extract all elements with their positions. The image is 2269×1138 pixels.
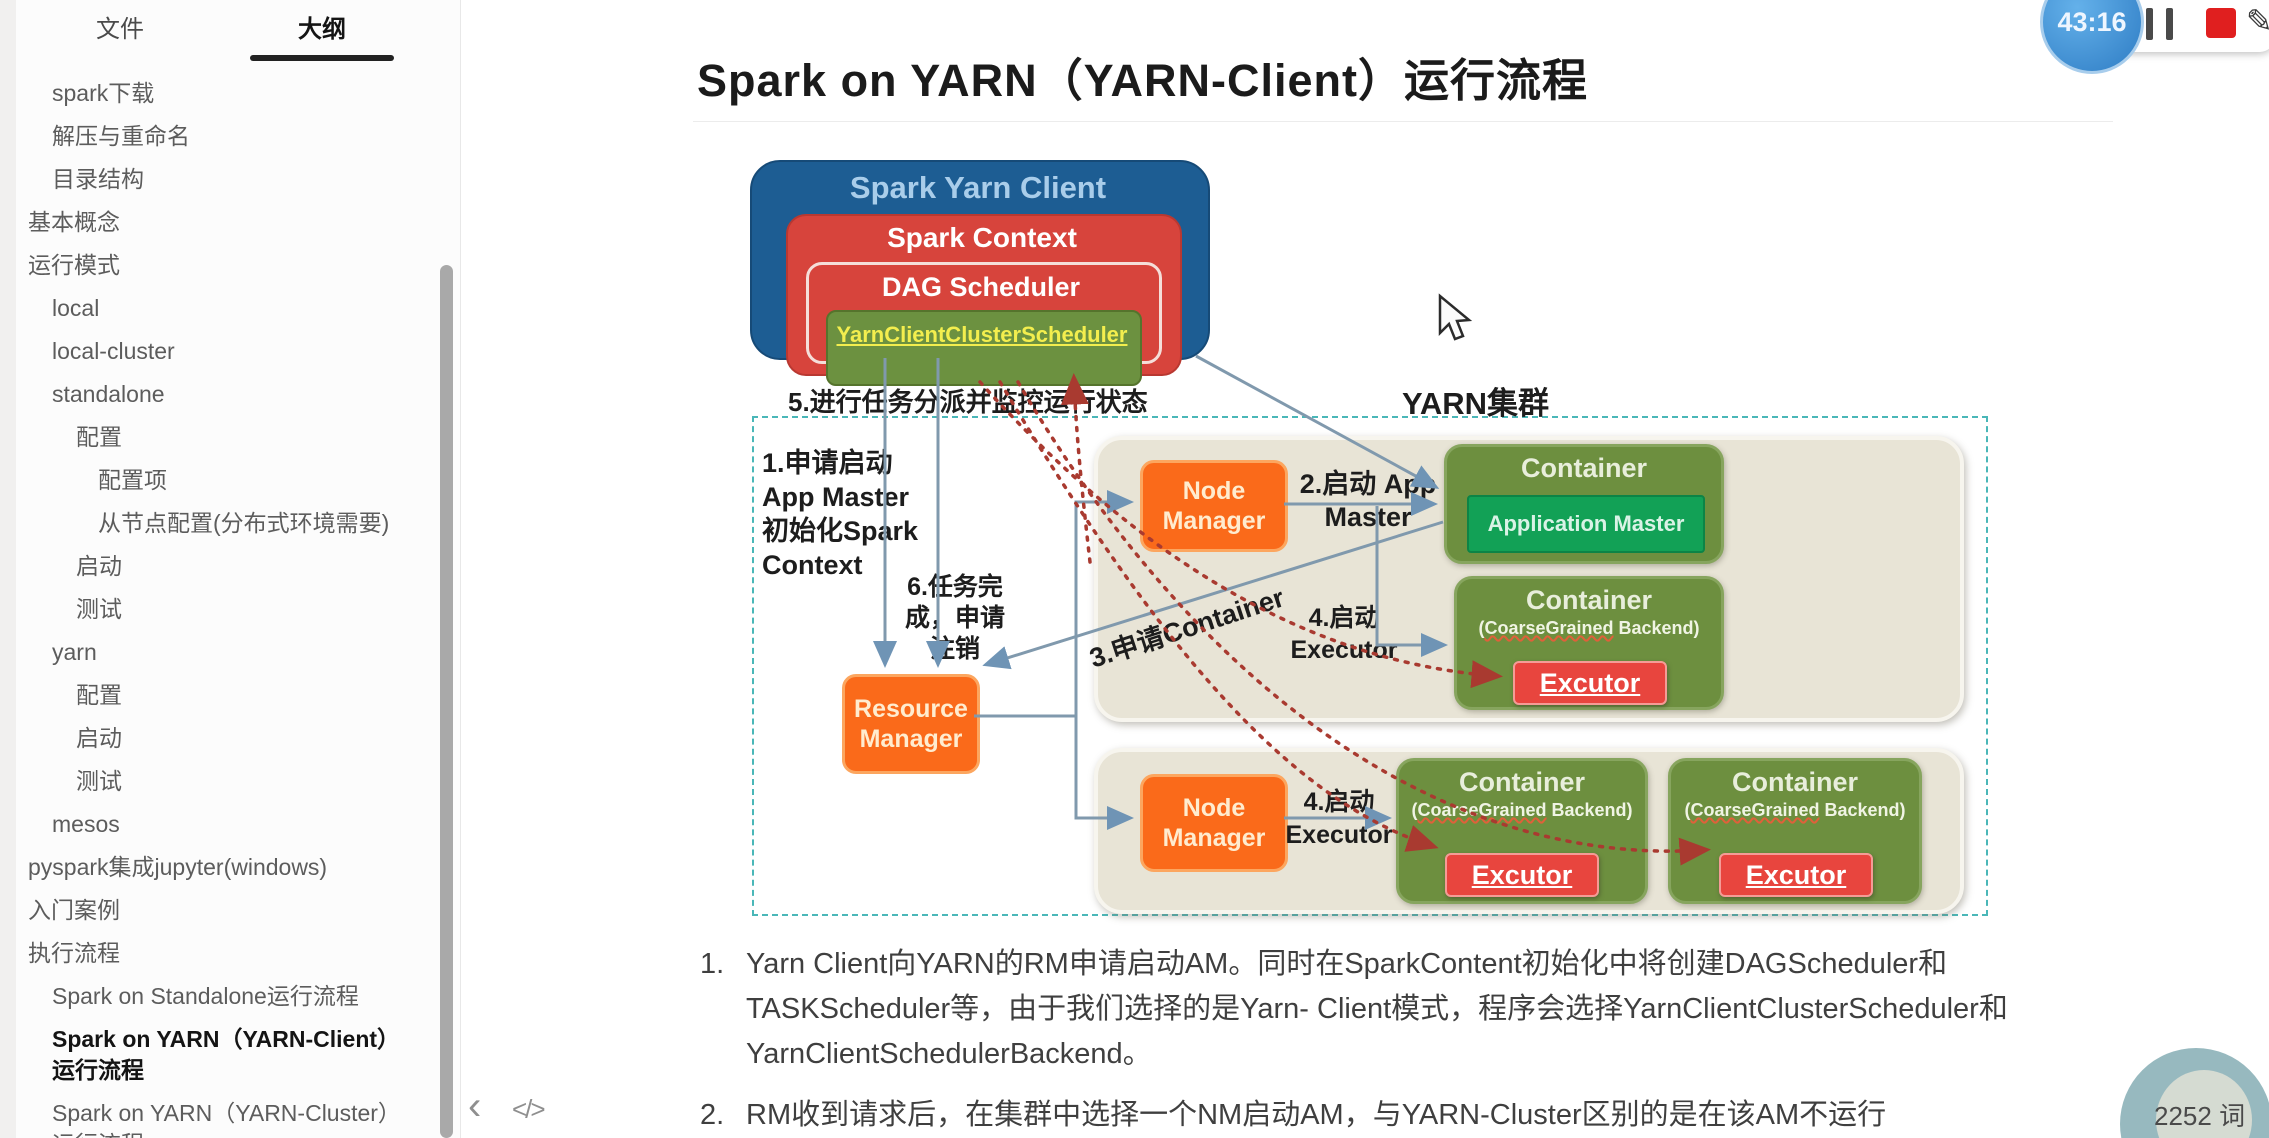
sidebar-item[interactable]: 测试 — [76, 768, 122, 794]
title-divider — [693, 121, 2113, 122]
sidebar-item[interactable]: 入门案例 — [28, 897, 120, 923]
sidebar-item[interactable]: 配置 — [76, 682, 122, 708]
sidebar-item[interactable]: 配置 — [76, 424, 122, 450]
yarn-client-cluster-scheduler-label: YarnClientClusterScheduler — [836, 322, 1128, 347]
pause-icon[interactable] — [2146, 8, 2153, 40]
sidebar-item[interactable]: 执行流程 — [28, 940, 120, 966]
sidebar-item[interactable]: 启动 — [76, 553, 122, 579]
node-manager-label: Node — [1182, 477, 1246, 505]
sidebar-item[interactable]: local-cluster — [52, 338, 175, 364]
node-manager-label: Manager — [1162, 507, 1266, 535]
tab-files[interactable]: 文件 — [96, 16, 144, 43]
pencil-icon[interactable]: ✎ — [2246, 3, 2269, 39]
resource-manager-label: Manager — [859, 725, 963, 753]
sidebar-item[interactable]: local — [52, 295, 100, 321]
sidebar-scrollbar[interactable] — [440, 265, 453, 1138]
sidebar-item[interactable]: 基本概念 — [28, 209, 120, 235]
sidebar-item[interactable]: standalone — [52, 381, 165, 407]
sidebar-item[interactable]: Spark on YARN（YARN-Cluster）运行流程 — [52, 1100, 401, 1138]
container-box-executor-1: Container (CoarseGrained Backend) Excuto… — [1454, 576, 1724, 710]
active-tab-underline — [250, 55, 394, 61]
sidebar-item[interactable]: spark下载 — [52, 80, 155, 106]
step6-label: 6.任务完成，申请注销 — [904, 573, 1005, 663]
resource-manager-label: Resource — [854, 695, 968, 723]
container-label: Container — [1520, 453, 1647, 483]
backend-label: (CoarseGrained Backend) — [1478, 618, 1700, 638]
word-count: 2252 词 — [2154, 1101, 2246, 1131]
collapse-sidebar-icon[interactable]: ‹ — [468, 1084, 482, 1128]
container-label: Container — [1458, 767, 1585, 797]
container-label: Container — [1525, 585, 1652, 615]
page-title: Spark on YARN（YARN-Client）运行流程 — [697, 55, 1588, 106]
tab-outline[interactable]: 大纲 — [298, 16, 346, 43]
window-edge — [0, 0, 16, 1138]
application-master-box: Application Master — [1467, 495, 1705, 553]
container-box-executor-3: Container (CoarseGrained Backend) Excuto… — [1668, 758, 1922, 904]
excutor-box: Excutor — [1513, 661, 1667, 705]
stop-record-button[interactable] — [2206, 8, 2236, 38]
node-manager-label: Node — [1182, 794, 1246, 822]
excutor-box: Excutor — [1445, 853, 1599, 897]
sidebar-item[interactable]: Spark on Standalone运行流程 — [52, 983, 359, 1009]
backend-label: (CoarseGrained Backend) — [1684, 800, 1906, 820]
yarn-cluster-label: YARN集群 — [1402, 386, 1549, 421]
sidebar-item[interactable]: 运行模式 — [28, 252, 120, 278]
node-manager-box-2: Node Manager — [1140, 774, 1288, 872]
note-item: 2.RM收到请求后，在集群中选择一个NM启动AM，与YARN-Cluster区别… — [700, 1099, 1887, 1131]
node-manager-box-1: Node Manager — [1140, 460, 1288, 552]
note-item: 1.Yarn Client向YARN的RM申请启动AM。同时在SparkCont… — [700, 948, 2008, 1070]
container-box-app-master: Container Application Master — [1444, 444, 1724, 564]
sidebar-item[interactable]: Spark on YARN（YARN-Client）运行流程 — [52, 1026, 401, 1083]
resource-manager-box: Resource Manager — [842, 674, 980, 774]
sidebar-item[interactable]: 解压与重命名 — [52, 123, 190, 149]
sidebar-item[interactable]: 测试 — [76, 596, 122, 622]
spark-context-label: Spark Context — [887, 222, 1077, 253]
container-label: Container — [1731, 767, 1858, 797]
excutor-box: Excutor — [1719, 853, 1873, 897]
step5-label: 5.进行任务分派并监控运行状态 — [788, 387, 1148, 417]
sidebar-item[interactable]: 配置项 — [98, 467, 167, 493]
sidebar-item[interactable]: 目录结构 — [52, 166, 144, 192]
outline-item-list: spark下载解压与重命名目录结构基本概念运行模式 local local-clus… — [0, 72, 460, 1138]
spark-yarn-client-label: Spark Yarn Client — [849, 170, 1107, 205]
pause-icon[interactable] — [2166, 8, 2173, 40]
source-code-icon[interactable]: </> — [512, 1094, 546, 1124]
backend-label: (CoarseGrained Backend) — [1411, 800, 1633, 820]
container-box-executor-2: Container (CoarseGrained Backend) Excuto… — [1396, 758, 1648, 904]
webcam-avatar-bubble[interactable] — [2120, 1048, 2269, 1138]
sidebar-item[interactable]: 从节点配置(分布式环境需要) — [98, 510, 390, 536]
sidebar-item[interactable]: pyspark集成jupyter(windows) — [28, 854, 328, 880]
sidebar-item[interactable]: 启动 — [76, 725, 122, 751]
outline-sidebar: 文件 大纲 spark下载解压与重命名目录结构基本概念运行模式 local loca… — [0, 0, 461, 1138]
sidebar-item[interactable]: mesos — [52, 811, 120, 837]
sidebar-item[interactable]: yarn — [52, 639, 97, 665]
dag-scheduler-label: DAG Scheduler — [881, 272, 1081, 302]
node-manager-label: Manager — [1162, 824, 1266, 852]
notes-list: 1.Yarn Client向YARN的RM申请启动AM。同时在SparkCont… — [700, 942, 2090, 1138]
